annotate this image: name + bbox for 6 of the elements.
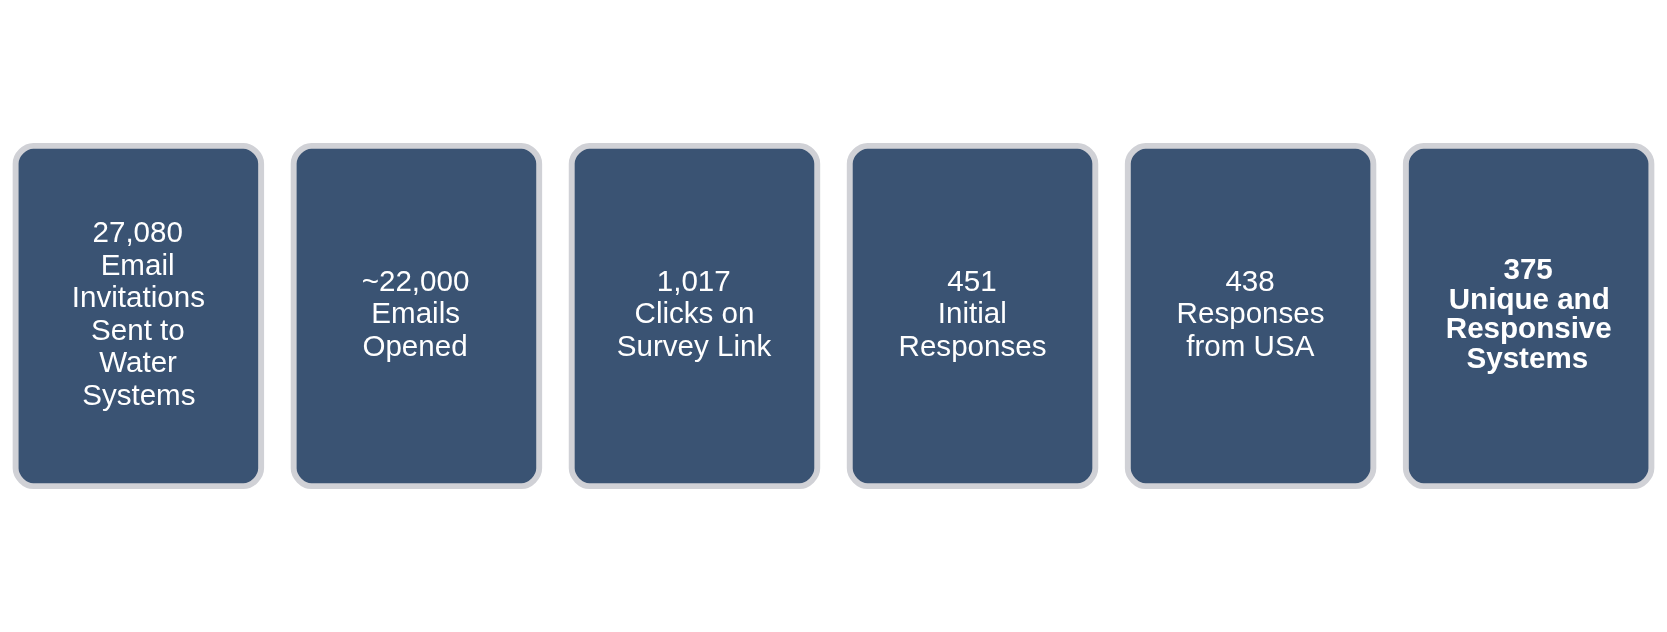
node-box: ~22,000 Emails Opened	[290, 142, 543, 490]
node-box: 375 Unique and Responsive Systems	[1402, 142, 1655, 490]
node-box: 438 Responses from USA	[1124, 142, 1377, 490]
node-box: 1,017 Clicks on Survey Link	[568, 142, 821, 490]
node-box: 451 Initial Responses	[846, 142, 1099, 490]
node-box: 27,080 Email Invitations Sent to Water Systems	[12, 142, 265, 490]
